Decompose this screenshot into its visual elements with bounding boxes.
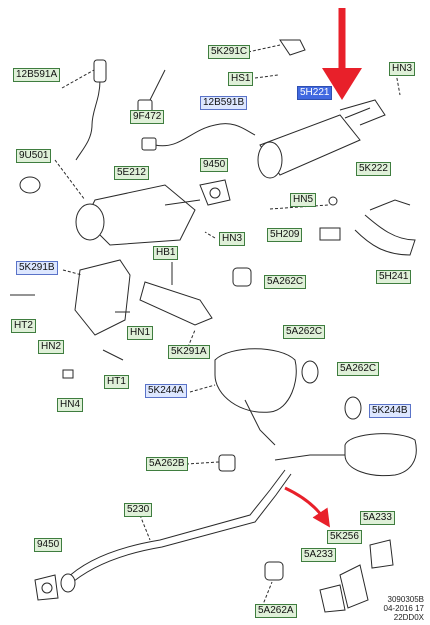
part-label: 5A233 [360, 511, 395, 525]
part-label: 5K291C [208, 45, 251, 59]
part-label: 5A262C [264, 275, 307, 289]
diagram-date: 04-2016 17 [383, 604, 424, 613]
part-label: HN1 [127, 326, 154, 340]
highlight-arrow [322, 8, 362, 100]
secondary-arrow [284, 486, 330, 528]
part-label: 12B591B [200, 96, 248, 110]
part-label: 5A262A [255, 604, 297, 618]
part-label: 9450 [200, 158, 229, 172]
diagram-code: 3090305B [387, 595, 424, 604]
part-label: HB1 [153, 246, 179, 260]
part-label: 5K244B [369, 404, 411, 418]
part-label: 9F472 [130, 110, 165, 124]
part-label: HN4 [57, 398, 84, 412]
part-label: 5A262B [146, 457, 188, 471]
part-label: 5K291B [16, 261, 58, 275]
part-label: 5A262C [283, 325, 326, 339]
part-label: HN5 [290, 193, 317, 207]
part-label: HN3 [219, 232, 246, 246]
part-label: 12B591A [13, 68, 61, 82]
part-label: 5K244A [145, 384, 187, 398]
highlighted-part-label: 5H221 [297, 86, 333, 100]
part-label: 9U501 [16, 149, 52, 163]
part-label: 9450 [34, 538, 63, 552]
part-label: HT1 [104, 375, 129, 389]
part-label: 5H209 [267, 228, 303, 242]
part-label: HN2 [38, 340, 65, 354]
part-label: 5H241 [376, 270, 412, 284]
part-label: HS1 [228, 72, 254, 86]
part-label: 5K256 [327, 530, 362, 544]
part-label: HN3 [389, 62, 416, 76]
part-label: HT2 [11, 319, 36, 333]
part-label: 5A262C [337, 362, 380, 376]
part-label: 5K222 [356, 162, 391, 176]
part-label: 5E212 [114, 166, 149, 180]
part-label: 5A233 [301, 548, 336, 562]
part-label: 5K291A [168, 345, 210, 359]
part-label: 5230 [124, 503, 153, 517]
diagram-id: 22DD0X [393, 613, 424, 622]
